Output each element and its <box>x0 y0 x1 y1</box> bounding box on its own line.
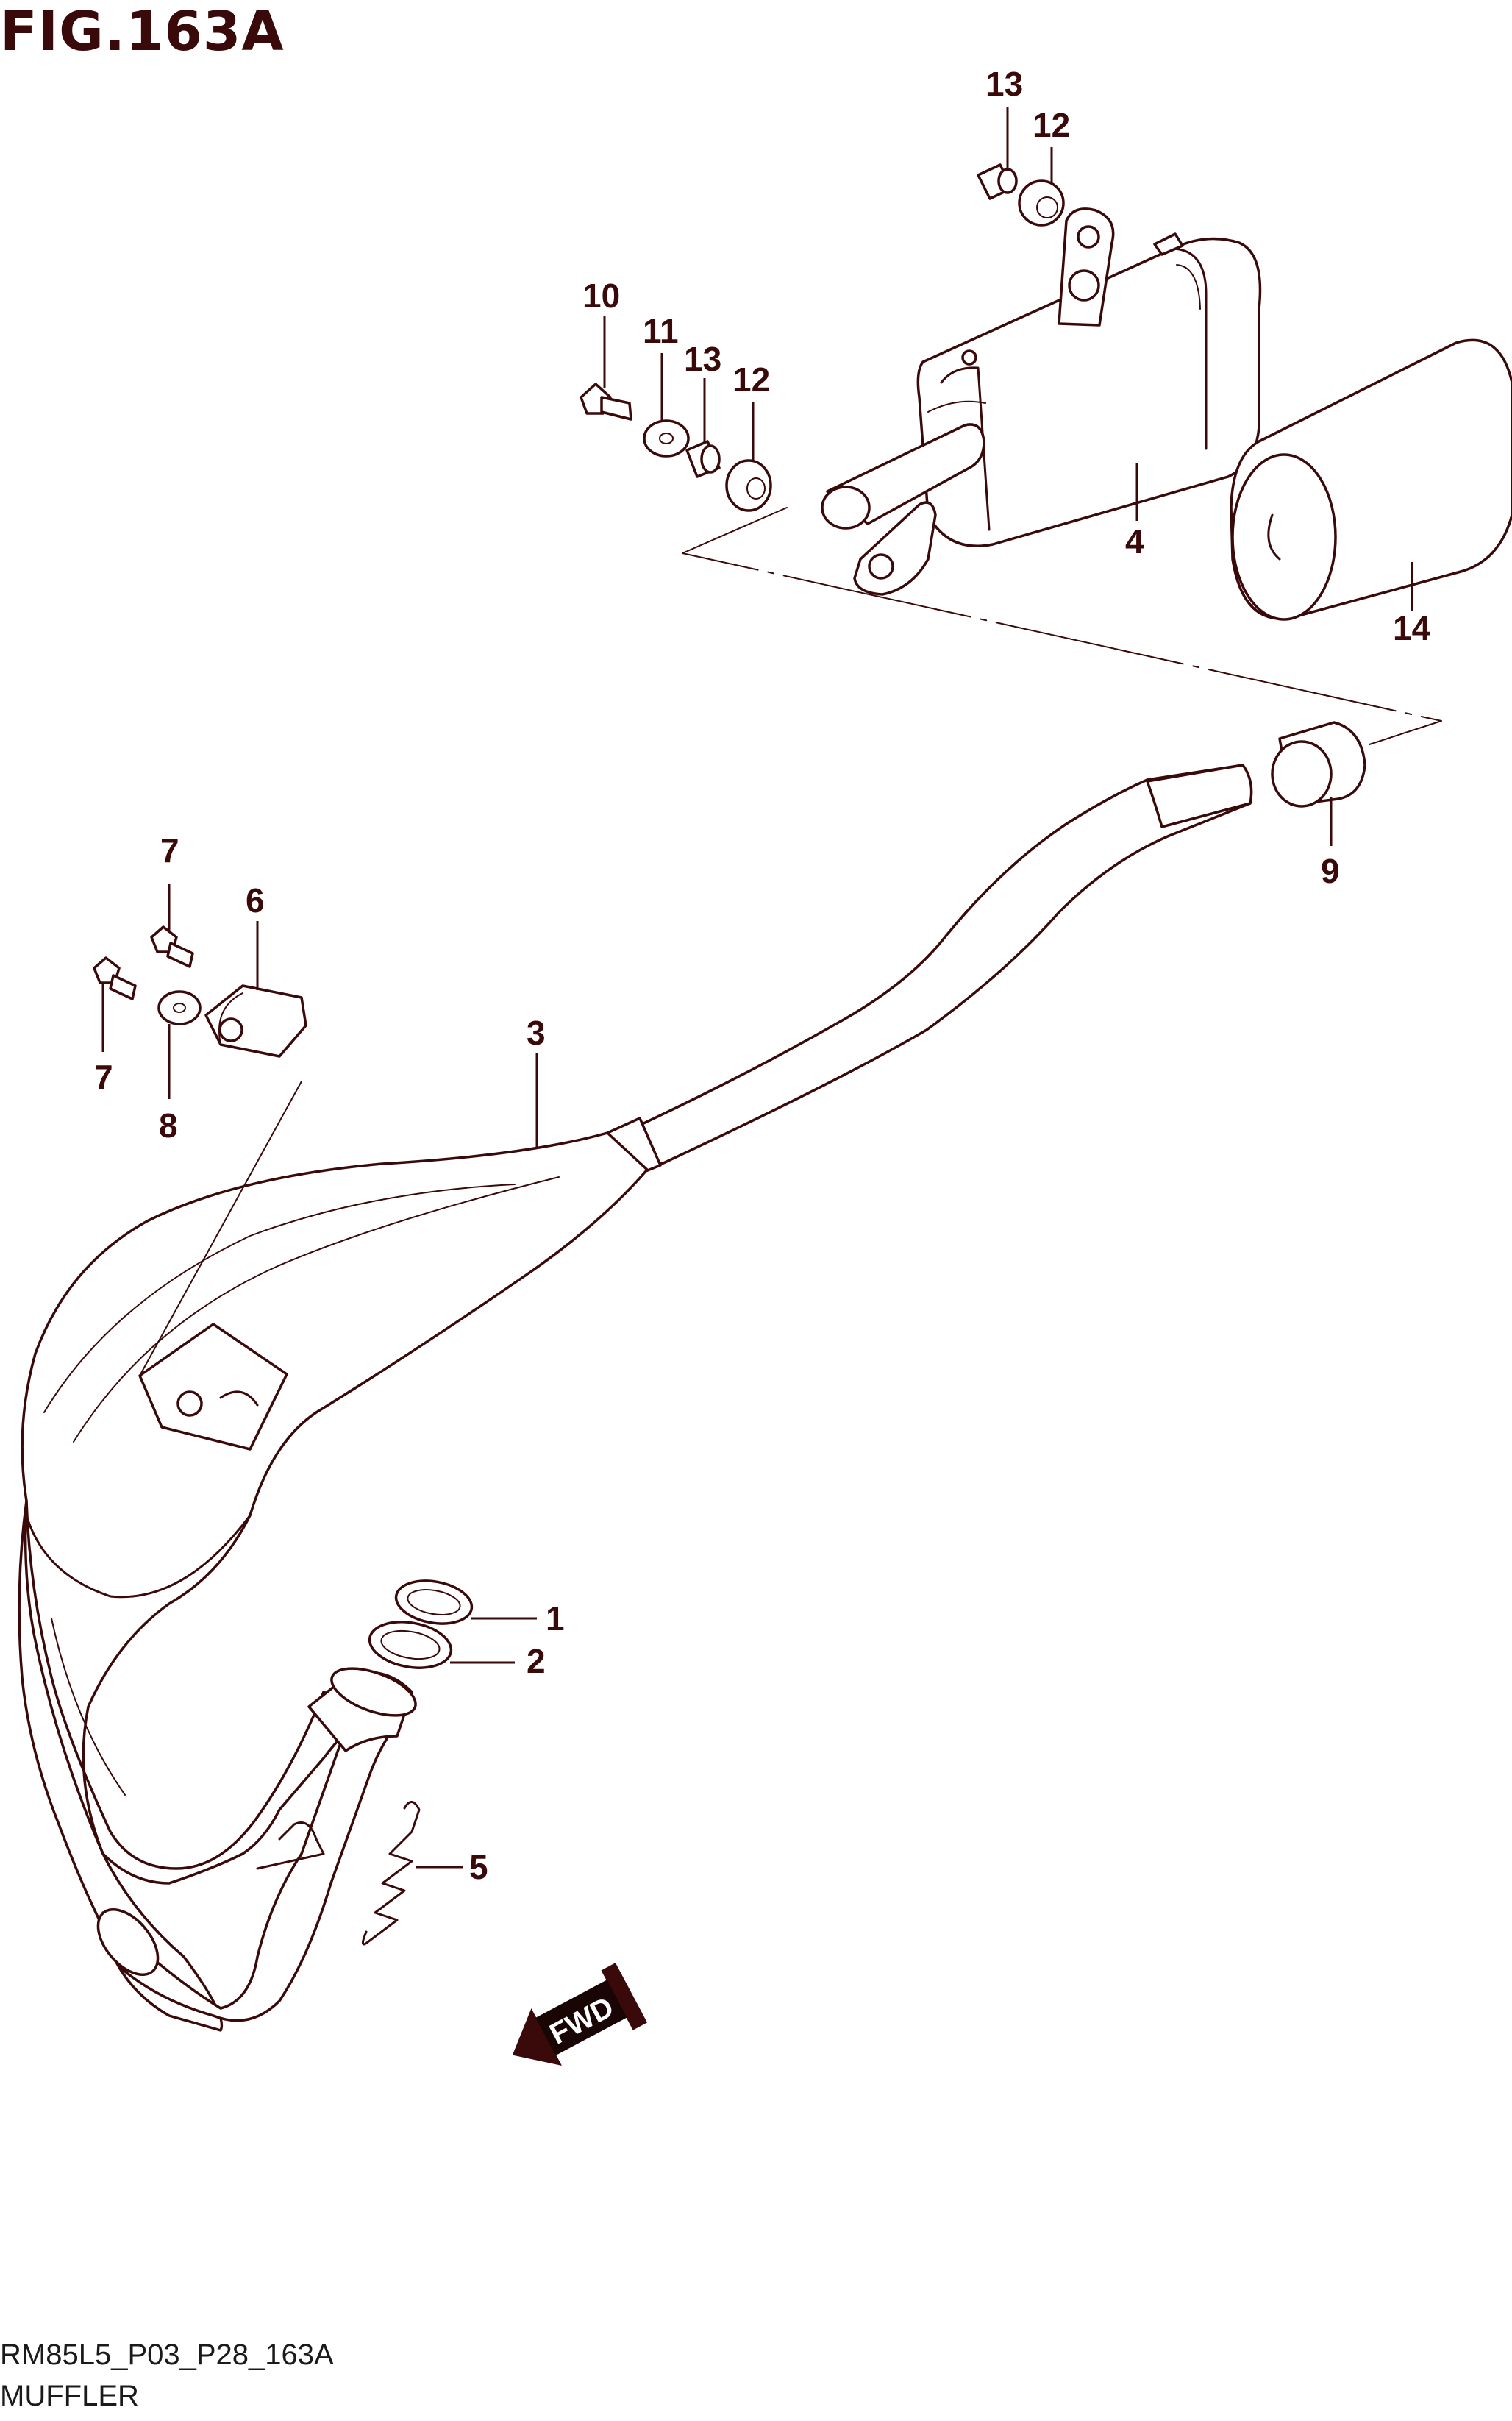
callout-2: 2 <box>527 1642 546 1680</box>
callout-6: 6 <box>246 881 265 920</box>
callout-1: 1 <box>546 1599 565 1638</box>
callout-7-upper: 7 <box>160 831 179 870</box>
bolt-10 <box>580 383 632 421</box>
assembly-reference-lines <box>682 507 1442 745</box>
callout-12-upper: 12 <box>1033 106 1070 144</box>
gasket-2 <box>368 1621 453 1669</box>
callout-8: 8 <box>159 1106 178 1145</box>
callout-11: 11 <box>643 312 679 350</box>
spring-5 <box>362 1801 421 1946</box>
callout-5: 5 <box>469 1848 488 1886</box>
gasket-1 <box>394 1579 474 1625</box>
callout-9: 9 <box>1321 852 1340 890</box>
callout-14: 14 <box>1393 609 1431 647</box>
figure-code: RM85L5_P03_P28_163A <box>0 2339 334 2371</box>
callout-4: 4 <box>1125 522 1144 561</box>
callout-10: 10 <box>582 277 620 315</box>
bolt-7-lower <box>93 956 137 1000</box>
upper-grommet-12 <box>1018 179 1065 227</box>
bracket-6 <box>204 984 307 1058</box>
exhaust-pipe-body <box>18 764 1253 2032</box>
figure-name: MUFFLER <box>0 2380 139 2412</box>
silencer-cover <box>1230 338 1512 621</box>
silencer-body <box>821 207 1262 596</box>
figure-title: FIG.163A <box>0 0 285 63</box>
washer-8 <box>157 990 202 1025</box>
grommet-12 <box>725 459 772 512</box>
callout-13-upper: 13 <box>985 65 1023 103</box>
callout-12-lower: 12 <box>732 360 770 399</box>
callout-labels: 13 12 10 11 13 12 4 14 9 7 6 7 8 3 1 2 5 <box>94 65 1431 1886</box>
clamp-9 <box>1271 721 1366 808</box>
leader-lines <box>101 107 1413 1869</box>
bolt-7-upper <box>150 925 194 968</box>
bushing-13 <box>685 440 721 478</box>
washer-11 <box>643 419 690 458</box>
callout-7-lower: 7 <box>94 1058 113 1096</box>
callout-3: 3 <box>527 1014 546 1052</box>
callout-13-lower: 13 <box>684 340 721 378</box>
fwd-arrow-icon: FWD <box>512 1963 648 2066</box>
upper-bushing-13 <box>977 163 1018 200</box>
